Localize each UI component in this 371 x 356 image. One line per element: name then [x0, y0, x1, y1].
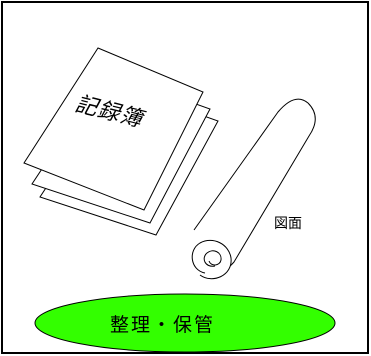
drawing-roll-end [191, 239, 232, 280]
record-book-cover [23, 47, 204, 211]
record-book-stack [23, 47, 219, 236]
task-oval [34, 293, 336, 353]
drawing-label: 図面 [274, 216, 302, 232]
rolled-drawing [191, 98, 316, 280]
task-label: 整理・保管 [110, 314, 216, 336]
drawing-roll-spiral [203, 250, 222, 267]
